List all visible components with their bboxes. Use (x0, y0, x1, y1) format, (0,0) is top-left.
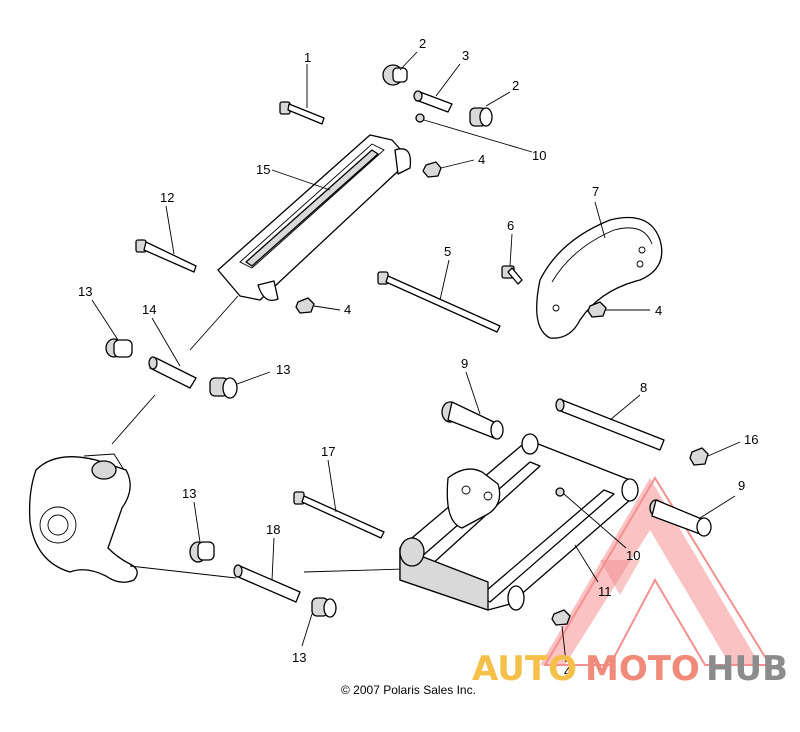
part-bushing-13-upper-left (91, 299, 133, 358)
part-bushing-13-lower-left (189, 501, 215, 563)
part-bracket-7 (536, 201, 663, 339)
callout-6: 6 (507, 218, 514, 233)
part-nut-4-bottom (551, 609, 571, 663)
part-nut-4-right (587, 301, 650, 318)
assembly-line-upper (189, 295, 239, 351)
watermark-logo-text: AUTO MOTO HUB (472, 649, 788, 689)
callout-13-upper-left: 13 (78, 284, 92, 299)
callout-14: 14 (142, 302, 156, 317)
part-bolt-1 (279, 64, 325, 125)
part-sleeve-3 (413, 63, 461, 113)
part-bolt-12 (135, 205, 197, 273)
part-shaft-8 (555, 394, 665, 451)
part-bolt-17 (293, 459, 385, 539)
part-bushing-9-upper (441, 371, 504, 440)
callout-8: 8 (640, 380, 647, 395)
watermark-auto: AUTO (472, 649, 577, 689)
callout-16: 16 (744, 432, 758, 447)
part-bolt-5 (377, 259, 501, 333)
part-sleeve-14 (148, 317, 197, 389)
callout-9-lower: 9 (738, 478, 745, 493)
callout-18: 18 (266, 522, 280, 537)
callout-13-upper-right: 13 (276, 362, 290, 377)
callout-1: 1 (304, 50, 311, 65)
callout-10-top: 10 (532, 148, 546, 163)
part-bolt-6 (501, 233, 523, 285)
watermark-moto: MOTO (585, 649, 700, 689)
callout-17: 17 (321, 444, 335, 459)
part-spindle-knuckle (28, 453, 237, 583)
callout-2-right: 2 (512, 78, 519, 93)
part-bushing-13-lower-right (301, 597, 337, 647)
assembly-line-spindle (111, 394, 156, 445)
callout-10-lower: 10 (626, 548, 640, 563)
callout-13-lower-right: 13 (292, 650, 306, 665)
callout-7: 7 (592, 184, 599, 199)
watermark-logo-triangle (540, 476, 772, 666)
part-grease-fitting-10-top (415, 113, 533, 153)
callout-4-top: 4 (478, 152, 485, 167)
callout-3: 3 (462, 48, 469, 63)
part-grease-fitting-10-lower (555, 487, 627, 549)
callout-9-upper: 9 (461, 356, 468, 371)
callout-15: 15 (256, 162, 270, 177)
callout-12: 12 (160, 190, 174, 205)
callout-11: 11 (598, 584, 612, 599)
copyright-notice: © 2007 Polaris Sales Inc. (341, 683, 476, 697)
callout-5: 5 (444, 244, 451, 259)
part-bushing-9-lower (649, 495, 736, 537)
callout-labels: 1 2 3 2 10 4 15 12 7 6 5 13 4 4 14 9 13 … (78, 36, 758, 679)
callout-13-lower-left: 13 (182, 486, 196, 501)
part-bushing-13-upper-right (209, 371, 271, 399)
callout-2-left: 2 (419, 36, 426, 51)
part-swing-arm-11 (399, 433, 639, 611)
part-nut-16 (689, 441, 741, 466)
part-nut-4-middle-left (295, 297, 341, 314)
part-bushing-2-right (469, 91, 511, 127)
watermark-hub: HUB (706, 649, 788, 689)
part-nut-4-top (422, 159, 475, 178)
callout-4-right: 4 (655, 303, 662, 318)
callout-4-middle-left: 4 (344, 302, 351, 317)
part-channel-arm-15 (217, 134, 412, 302)
part-bushing-2-left (382, 51, 418, 86)
callout-4-bottom: 4 (564, 664, 571, 679)
